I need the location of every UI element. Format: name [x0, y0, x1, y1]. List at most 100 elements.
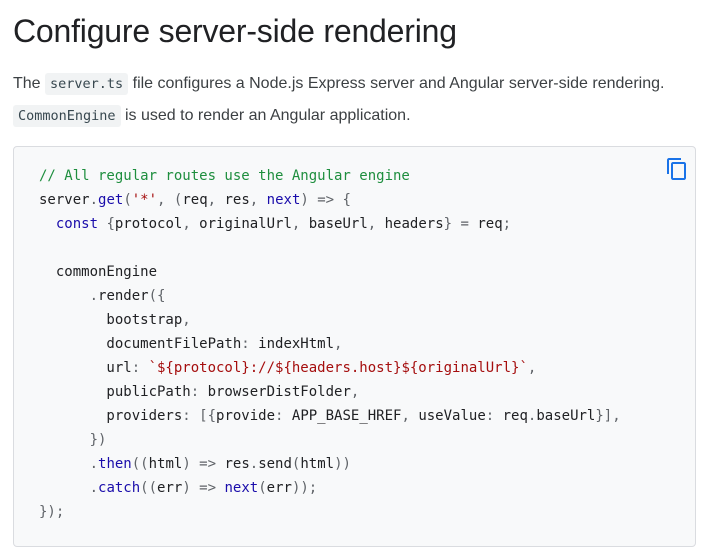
intro-text: The	[13, 75, 46, 92]
intro-text: is used to render an Angular application…	[120, 107, 411, 124]
code-token: next	[266, 192, 301, 208]
copy-button[interactable]	[665, 157, 689, 181]
code-token	[39, 288, 90, 304]
code-token: ,	[367, 216, 385, 232]
code-line: });	[39, 500, 621, 524]
code-token: }],	[595, 408, 621, 424]
code-token	[39, 216, 56, 232]
code-line: server.get('*', (req, res, next) => {	[39, 188, 621, 212]
code-token: ((	[131, 456, 149, 472]
code-line: commonEngine	[39, 260, 621, 284]
code-token: url	[39, 360, 132, 376]
code-token: ,	[182, 312, 191, 328]
code-token: ) =>	[182, 456, 225, 472]
code-token: ) => {	[300, 192, 351, 208]
code-token: `${protocol}://${headers.host}${original…	[148, 360, 528, 376]
code-token: req	[477, 216, 503, 232]
code-line: const {protocol, originalUrl, baseUrl, h…	[39, 212, 621, 236]
code-block[interactable]: // All regular routes use the Angular en…	[39, 164, 621, 524]
code-token: ,	[249, 192, 267, 208]
code-token: , (	[157, 192, 183, 208]
code-token: then	[98, 456, 132, 472]
code-token: ({	[148, 288, 166, 304]
code-token: render	[98, 288, 149, 304]
code-line: .catch((err) => next(err));	[39, 476, 621, 500]
code-line: bootstrap,	[39, 308, 621, 332]
code-token: .	[89, 288, 99, 304]
code-token: originalUrl	[199, 216, 292, 232]
code-token: baseUrl	[308, 216, 368, 232]
code-token: ));	[291, 480, 318, 496]
code-token: ((	[140, 480, 158, 496]
code-line: .then((html) => res.send(html))	[39, 452, 621, 476]
code-token: provide	[216, 408, 276, 424]
code-token: ,	[207, 192, 225, 208]
code-token: (	[291, 456, 301, 472]
code-token: protocol	[114, 216, 183, 232]
code-token: documentFilePath	[39, 336, 242, 352]
code-token: ,	[401, 408, 419, 424]
code-token: commonEngine	[39, 264, 158, 280]
inline-code-common-engine: CommonEngine	[13, 105, 121, 127]
code-token: ,	[334, 336, 343, 352]
code-token: next	[224, 480, 259, 496]
code-token: .	[89, 480, 99, 496]
code-token: .	[527, 408, 537, 424]
code-token: :	[131, 360, 149, 376]
code-token: .	[89, 192, 99, 208]
code-token: res	[224, 456, 250, 472]
code-token: :	[485, 408, 503, 424]
code-token: indexHtml	[258, 336, 335, 352]
code-token: ) =>	[182, 480, 225, 496]
copy-icon	[667, 158, 686, 180]
code-token: get	[98, 192, 124, 208]
code-line: documentFilePath: indexHtml,	[39, 332, 621, 356]
code-token	[39, 456, 90, 472]
code-token: server	[39, 192, 90, 208]
code-line: .render({	[39, 284, 621, 308]
code-token: bootstrap	[39, 312, 183, 328]
code-token: : [{	[182, 408, 217, 424]
code-token: } =	[443, 216, 478, 232]
code-token: '*'	[131, 192, 158, 208]
inline-code-server-ts: server.ts	[45, 73, 129, 95]
code-token: browserDistFolder	[207, 384, 351, 400]
intro-paragraph: The server.ts file configures a Node.js …	[13, 68, 703, 132]
code-token: providers	[39, 408, 183, 424]
code-token: baseUrl	[536, 408, 596, 424]
code-token: });	[39, 504, 65, 520]
intro-text: file configures a Node.js Express server…	[128, 75, 665, 92]
code-content: // All regular routes use the Angular en…	[39, 164, 621, 524]
code-token: useValue	[418, 408, 486, 424]
code-token: .	[89, 456, 99, 472]
code-token: :	[190, 384, 208, 400]
page-title: Configure server-side rendering	[13, 13, 457, 49]
code-token: .	[249, 456, 259, 472]
code-token: const	[55, 216, 99, 232]
code-token: (	[258, 480, 267, 496]
code-token: ,	[291, 216, 309, 232]
code-token	[39, 240, 47, 256]
code-token: :	[241, 336, 259, 352]
code-panel: // All regular routes use the Angular en…	[13, 146, 696, 547]
code-token: ))	[334, 456, 351, 472]
code-token: html	[148, 456, 183, 472]
code-token: send	[258, 456, 292, 472]
code-token: // All regular routes use the Angular en…	[39, 168, 410, 184]
code-token: ,	[350, 384, 360, 400]
code-line: providers: [{provide: APP_BASE_HREF, use…	[39, 404, 621, 428]
code-token: req	[182, 192, 208, 208]
code-token	[39, 480, 90, 496]
code-line	[39, 236, 621, 260]
code-token: (	[123, 192, 132, 208]
code-token: ,	[182, 216, 200, 232]
code-token: html	[300, 456, 335, 472]
code-token: res	[224, 192, 250, 208]
code-token: catch	[98, 480, 141, 496]
code-token: err	[266, 480, 292, 496]
code-token: ,	[527, 360, 537, 376]
code-token: {	[98, 216, 115, 232]
code-token: APP_BASE_HREF	[291, 408, 402, 424]
code-token: headers	[384, 216, 444, 232]
code-line: publicPath: browserDistFolder,	[39, 380, 621, 404]
